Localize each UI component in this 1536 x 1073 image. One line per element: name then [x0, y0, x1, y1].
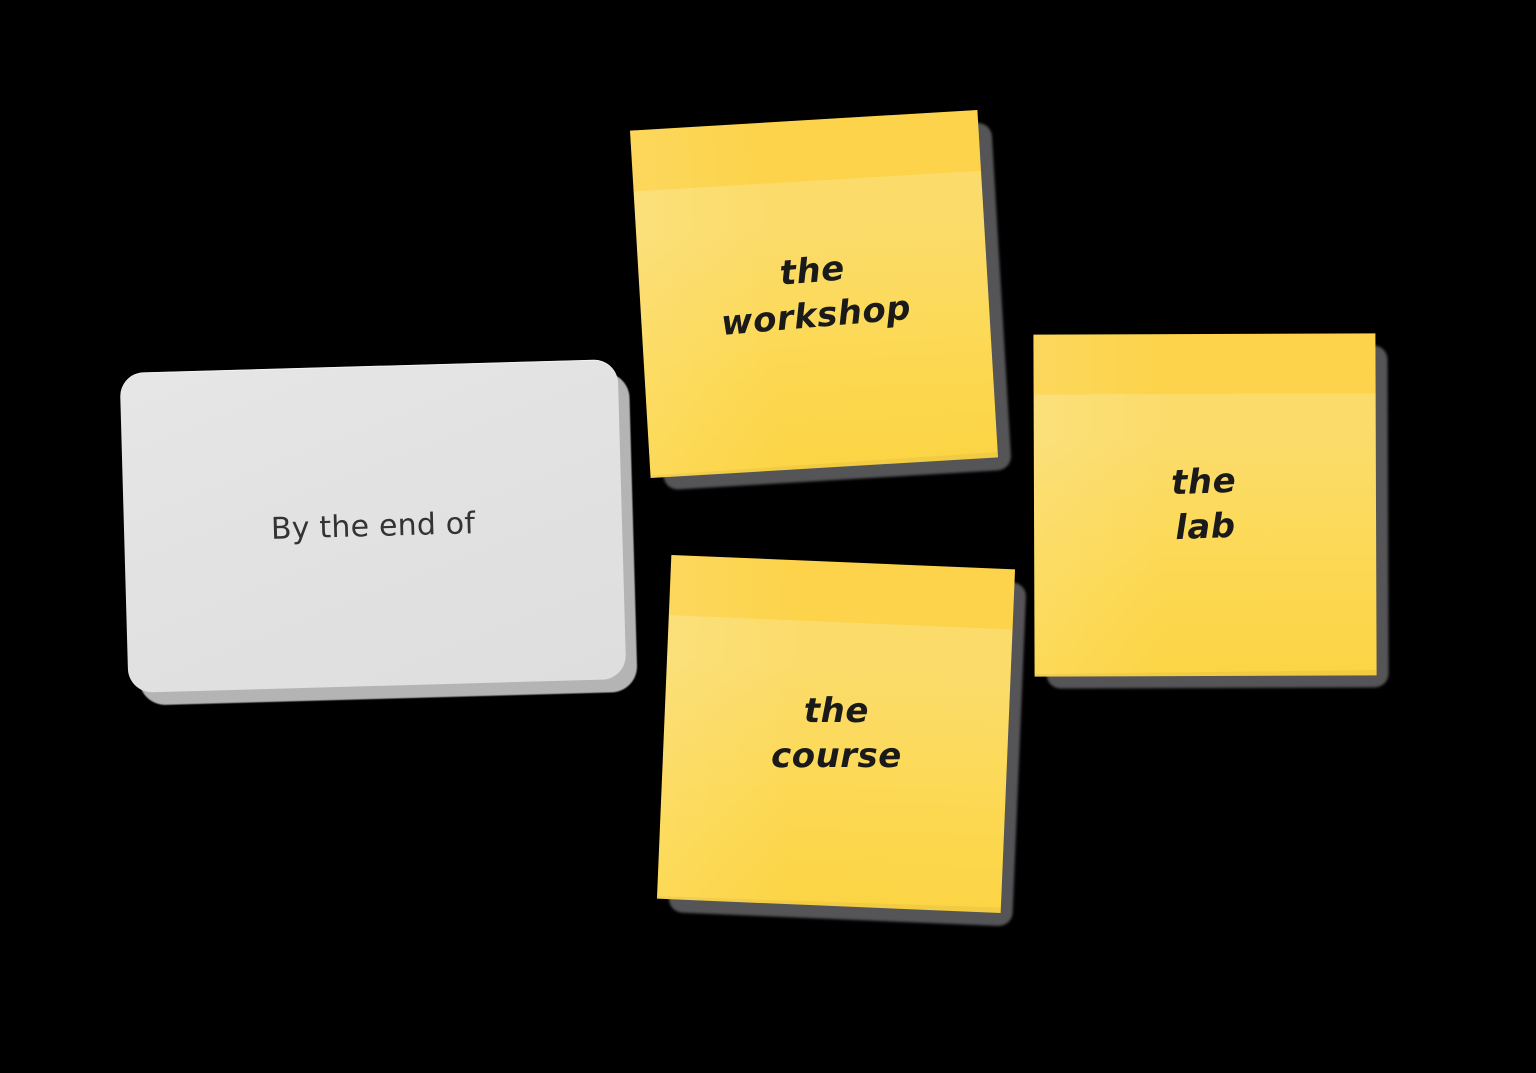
prompt-card-label: By the end of: [270, 505, 476, 547]
sticky-note-workshop-line1: the: [777, 248, 847, 294]
sticky-note-workshop-text: the workshop: [697, 240, 930, 349]
sticky-note-lab-line1: the: [1170, 460, 1238, 504]
sticky-note-course-face[interactable]: the course: [656, 554, 1016, 914]
prompt-card-face[interactable]: By the end of: [119, 359, 627, 693]
sticky-note-course[interactable]: the course: [656, 554, 1027, 927]
sticky-note-course-line2: course: [770, 735, 902, 777]
sticky-note-lab[interactable]: the lab: [1033, 333, 1389, 689]
sticky-note-lab-text: the lab: [1153, 458, 1257, 552]
sticky-note-course-line1: the: [803, 691, 869, 732]
sticky-note-workshop[interactable]: the workshop: [629, 109, 1012, 491]
sticky-note-workshop-face[interactable]: the workshop: [629, 109, 999, 479]
sticky-note-lab-line2: lab: [1174, 505, 1237, 549]
sticky-note-course-text: the course: [753, 689, 920, 779]
sticky-note-workshop-line2: workshop: [719, 287, 913, 344]
prompt-card[interactable]: By the end of: [119, 359, 638, 706]
sticky-note-lab-face[interactable]: the lab: [1033, 333, 1377, 677]
